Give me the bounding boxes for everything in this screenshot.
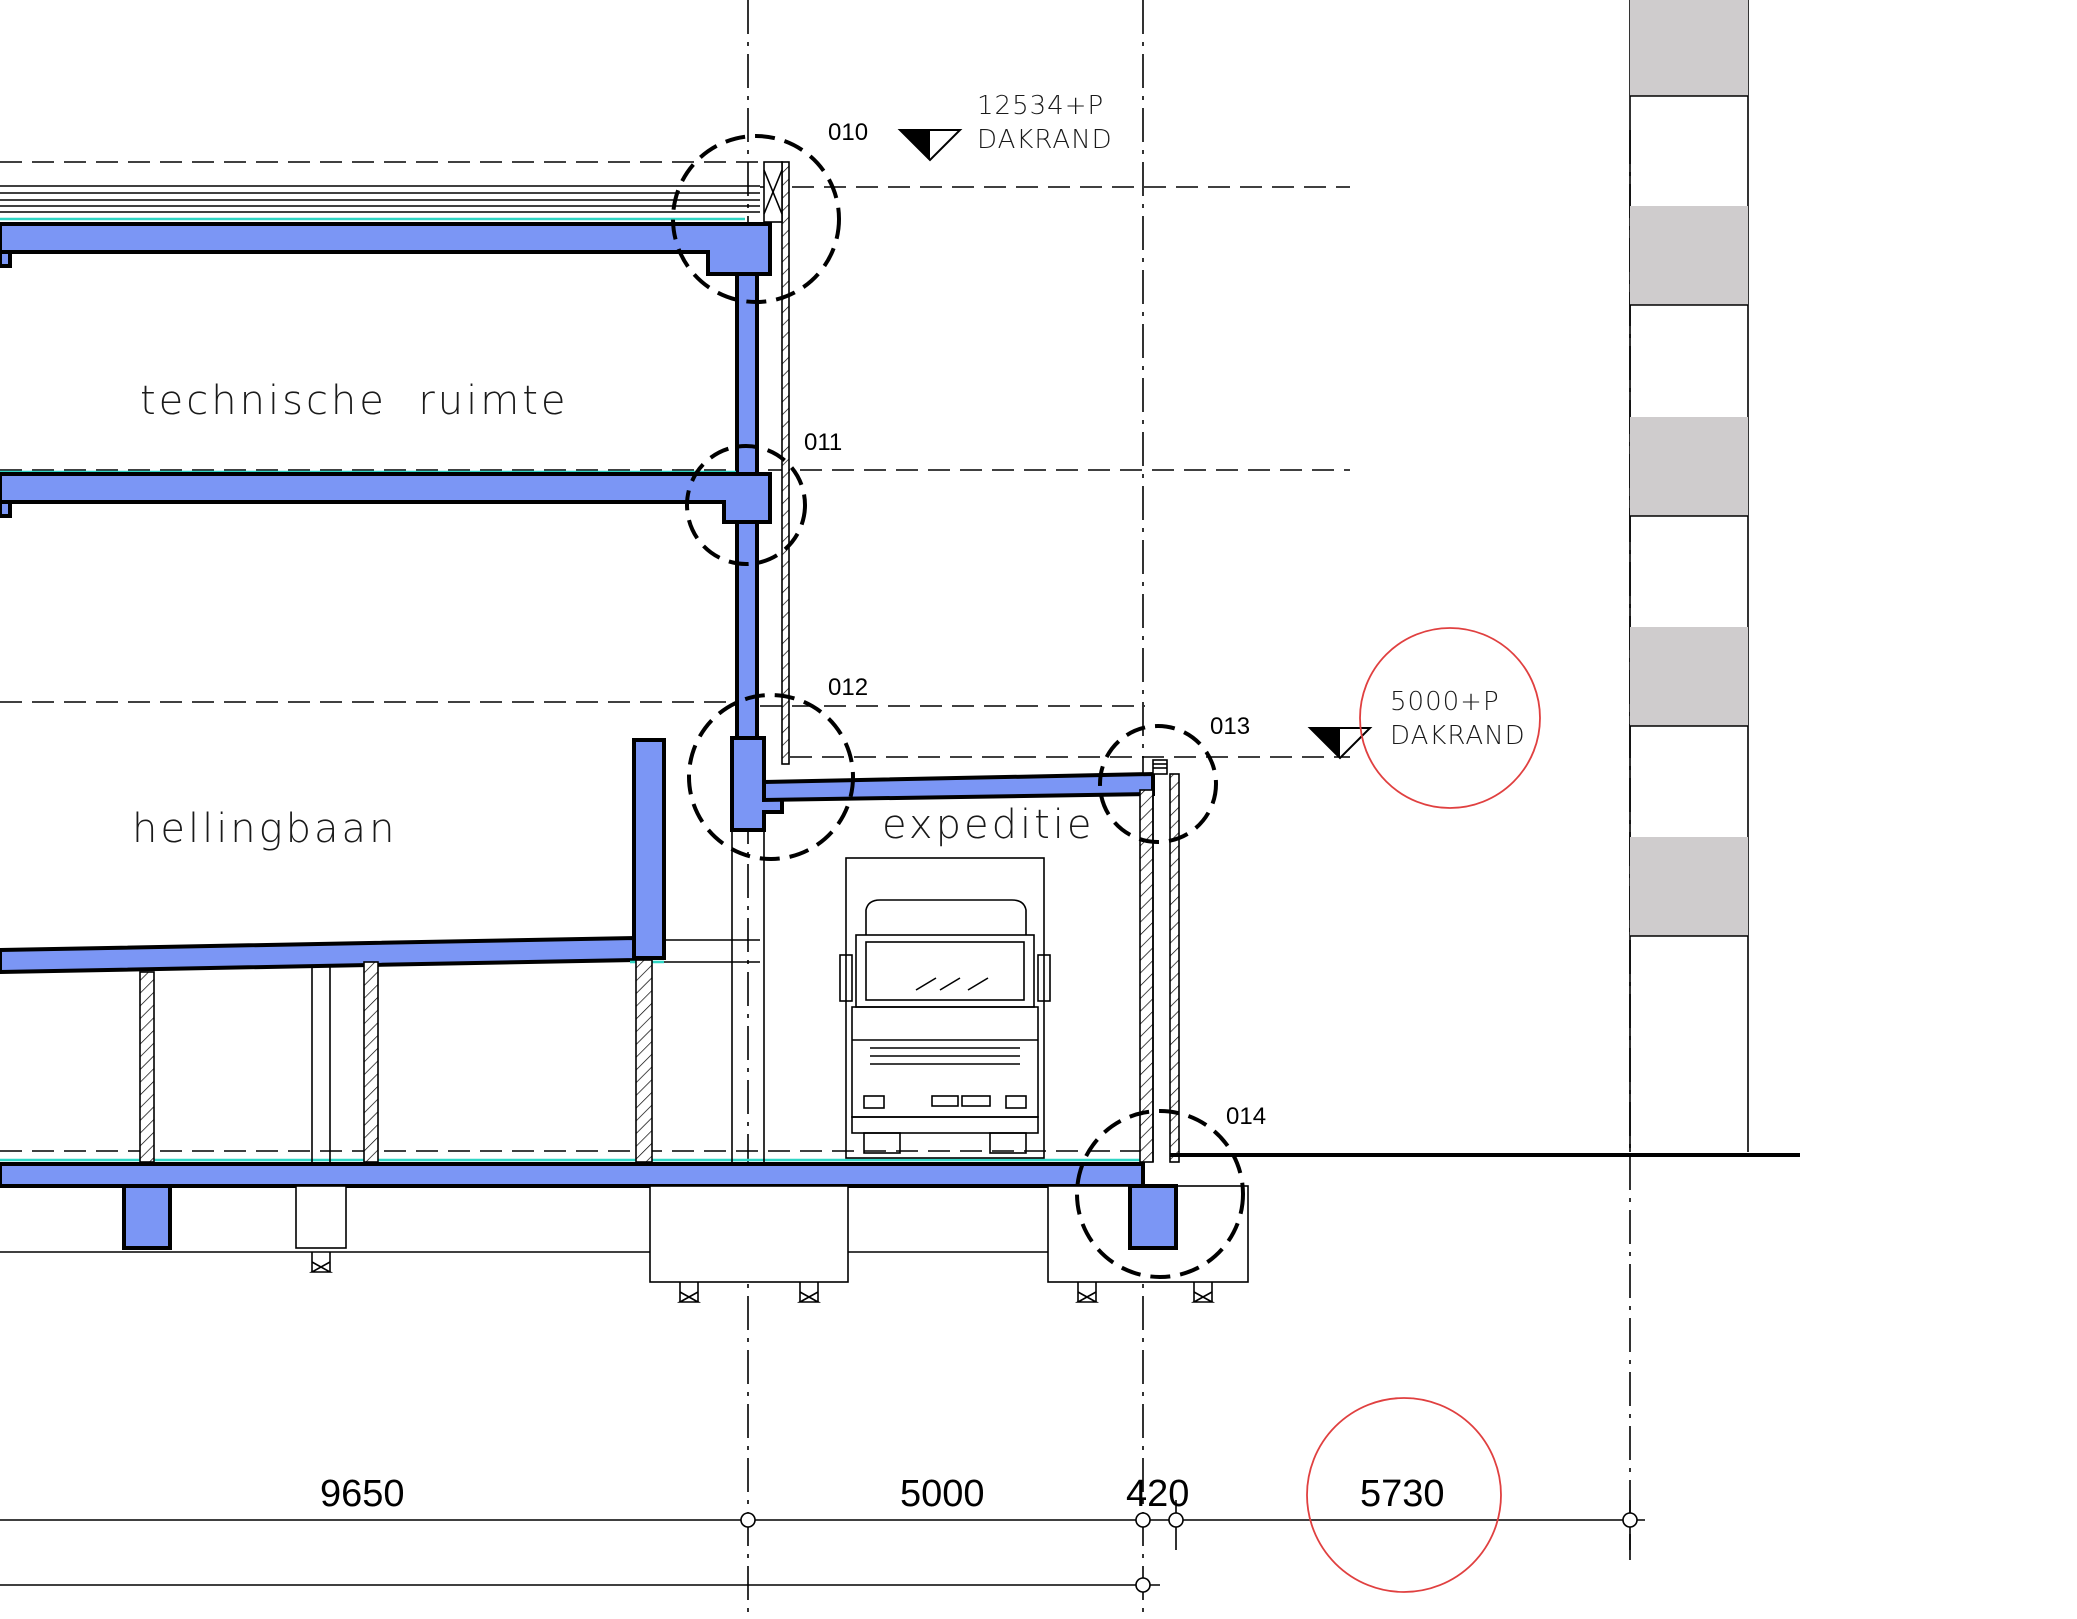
pile-icon — [796, 1282, 822, 1303]
level-marker-roof-low: 5000+P DAKRAND — [1307, 627, 1541, 809]
dimension-label: 420 — [1126, 1473, 1189, 1515]
dimension-lines: 9650 5000 420 5730 — [0, 1397, 1645, 1593]
room-label-dispatch: expeditie — [882, 802, 1095, 848]
triangle-level-marker-icon — [897, 129, 963, 162]
level-name: DAKRAND — [1390, 721, 1526, 751]
level-marker-roof-high: 12534+P DAKRAND — [897, 91, 1113, 162]
detail-circle-012 — [687, 693, 855, 861]
level-value: 5000+P — [1390, 687, 1500, 717]
adjacent-facade — [1629, 0, 1749, 1152]
roof-buildup — [0, 185, 760, 221]
facade-panel — [1630, 837, 1748, 936]
detail-circles — [671, 134, 1245, 1279]
room-label-technical: technische ruimte — [140, 378, 569, 424]
sub-structure — [0, 830, 1800, 1303]
detail-number: 012 — [828, 674, 868, 701]
markup-circle — [1359, 627, 1541, 809]
pile-icon — [1190, 1282, 1216, 1303]
markup-circle — [1306, 1397, 1502, 1593]
detail-number: 011 — [804, 429, 842, 456]
dimension-label: 5000 — [900, 1473, 985, 1515]
triangle-level-marker-icon — [1307, 727, 1373, 760]
dimension-label: 9650 — [320, 1473, 405, 1515]
pile-icon — [308, 1252, 334, 1273]
facade-panel — [1630, 417, 1748, 516]
detail-number: 010 — [828, 119, 868, 146]
level-value: 12534+P — [977, 91, 1104, 121]
detail-circle-013 — [1098, 724, 1218, 844]
detail-circle-010 — [671, 134, 841, 304]
pile-icon — [676, 1282, 702, 1303]
pile-icon — [1074, 1282, 1100, 1303]
detail-circle-011 — [685, 444, 807, 566]
detail-number: 014 — [1226, 1103, 1266, 1130]
facade-panel — [1630, 0, 1748, 96]
detail-labels: 010 011 012 013 014 — [804, 119, 1266, 1130]
facade-panel — [1630, 627, 1748, 726]
cladding — [763, 161, 1180, 1163]
dimension-label: 5730 — [1360, 1473, 1445, 1515]
room-label-ramp: hellingbaan — [132, 806, 397, 852]
detail-circle-014 — [1075, 1109, 1245, 1279]
concrete-structure — [0, 222, 1178, 1250]
room-labels: technische ruimte hellingbaan expeditie — [132, 378, 1095, 852]
detail-number: 013 — [1210, 713, 1250, 740]
facade-panel — [1630, 206, 1748, 305]
level-name: DAKRAND — [977, 125, 1113, 155]
truck-front-icon — [839, 857, 1051, 1159]
